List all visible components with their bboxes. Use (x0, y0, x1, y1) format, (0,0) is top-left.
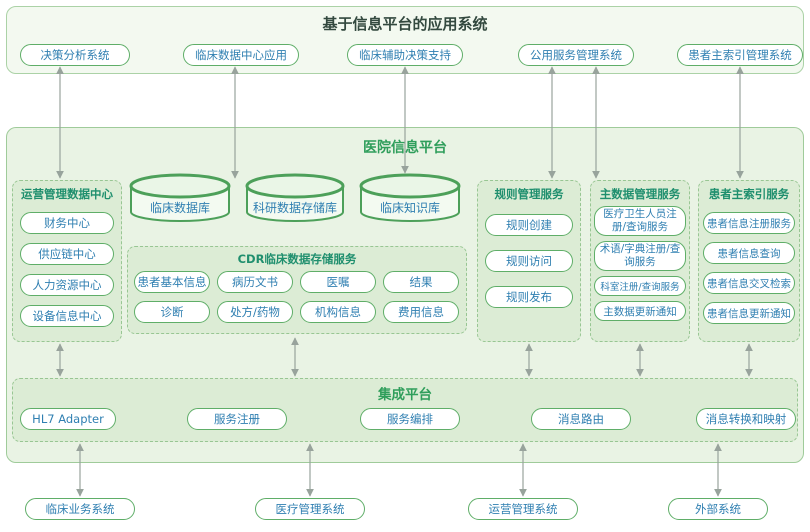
cdr-item-diagnosis: 诊断 (134, 301, 210, 323)
empi-item-update-notification: 患者信息更新通知 (703, 302, 795, 324)
operation-data-center-title: 运营管理数据中心 (21, 187, 113, 201)
system-clinical-data-center-app: 临床数据中心应用 (183, 44, 299, 66)
cdr-item-patient-basic-info: 患者基本信息 (134, 271, 210, 293)
cdr-item-medical-records: 病历文书 (217, 271, 293, 293)
cdr-item-prescription-drugs: 处方/药物 (217, 301, 293, 323)
mdm-item-terminology-dictionary: 术语/字典注册/查询服务 (594, 241, 686, 271)
integration-platform-title: 集成平台 (378, 387, 432, 403)
system-external: 外部系统 (668, 498, 768, 520)
cdr-item-orders: 医嘱 (300, 271, 376, 293)
rule-item-access: 规则访问 (485, 250, 573, 272)
integration-item-message-transform-mapping: 消息转换和映射 (696, 408, 796, 430)
cdr-item-org-info: 机构信息 (300, 301, 376, 323)
integration-item-service-registry: 服务注册 (187, 408, 287, 430)
patient-index-service-title: 患者主索引服务 (708, 187, 790, 201)
integration-platform-box (12, 378, 798, 442)
integration-item-service-orchestration: 服务编排 (360, 408, 460, 430)
system-operation-management: 运营管理系统 (468, 498, 578, 520)
system-decision-analysis: 决策分析系统 (20, 44, 130, 66)
db-label-clinical-database: 临床数据库 (149, 201, 210, 215)
empi-item-cross-retrieval: 患者信息交叉检索 (703, 272, 795, 294)
system-medical-management: 医疗管理系统 (255, 498, 365, 520)
op-item-supply-chain-center: 供应链中心 (20, 243, 114, 265)
cdr-item-results: 结果 (383, 271, 459, 293)
system-clinical-decision-support: 临床辅助决策支持 (347, 44, 463, 66)
db-label-research-data-repository: 科研数据存储库 (252, 201, 337, 215)
cdr-service-title: CDR临床数据存储服务 (237, 252, 357, 266)
hospital-platform-title: 医院信息平台 (363, 140, 447, 156)
mdm-item-update-notification: 主数据更新通知 (594, 301, 686, 321)
op-item-finance-center: 财务中心 (20, 212, 114, 234)
system-patient-master-index-mgmt: 患者主索引管理系统 (677, 44, 803, 66)
system-clinical-business: 临床业务系统 (25, 498, 135, 520)
rule-service-title: 规则管理服务 (494, 187, 564, 201)
mdm-item-department-registration-query: 科室注册/查询服务 (594, 276, 686, 296)
mdm-item-staff-registration-query: 医疗卫生人员注册/查询服务 (594, 206, 686, 236)
integration-item-hl7-adapter: HL7 Adapter (20, 408, 116, 430)
empi-item-registration: 患者信息注册服务 (703, 212, 795, 234)
empi-item-query: 患者信息查询 (703, 242, 795, 264)
cdr-item-cost-info: 费用信息 (383, 301, 459, 323)
system-public-service-mgmt: 公用服务管理系统 (518, 44, 634, 66)
rule-item-create: 规则创建 (485, 214, 573, 236)
rule-item-publish: 规则发布 (485, 286, 573, 308)
op-item-hr-center: 人力资源中心 (20, 274, 114, 296)
db-label-clinical-knowledge-base: 临床知识库 (379, 201, 440, 215)
op-item-equipment-info-center: 设备信息中心 (20, 305, 114, 327)
integration-item-message-routing: 消息路由 (531, 408, 631, 430)
master-data-service-title: 主数据管理服务 (599, 187, 681, 201)
applications-panel-title: 基于信息平台的应用系统 (322, 15, 488, 33)
